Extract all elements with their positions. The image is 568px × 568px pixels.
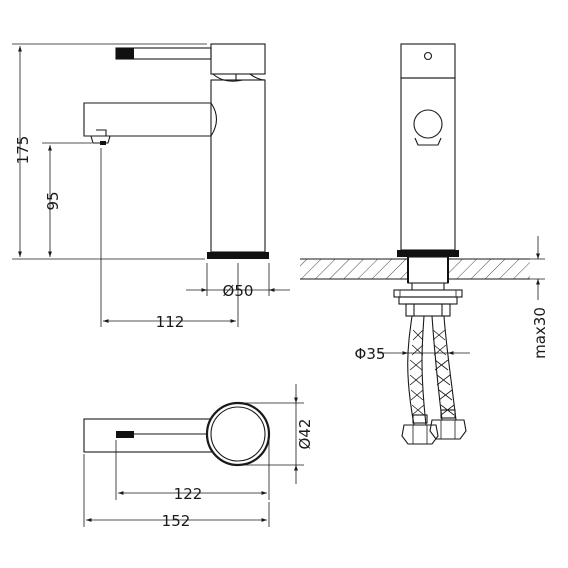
dim-total-height: 175 — [12, 43, 207, 260]
side-handle-cap — [210, 43, 266, 75]
dim-top-reach: 122 — [115, 440, 270, 503]
side-spout — [83, 102, 211, 137]
front-handle-dot — [423, 51, 433, 61]
top-body-circle — [205, 401, 271, 467]
side-aerator-tip — [100, 141, 106, 145]
dim-max-thickness-label: max30 — [531, 307, 549, 359]
dim-lever-diameter: Ø42 — [238, 384, 314, 484]
dim-spout-height: 95 — [42, 142, 92, 257]
countertop-section — [300, 256, 530, 284]
side-base-ring — [207, 252, 269, 259]
dim-hole-diameter: Φ35 — [355, 345, 470, 363]
front-spout-end — [413, 109, 443, 139]
front-view — [397, 43, 459, 257]
dim-top-reach-label: 122 — [174, 485, 203, 503]
side-body — [210, 79, 266, 253]
side-handle-neck — [235, 73, 266, 81]
dim-max-thickness: max30 — [510, 236, 549, 359]
fixing-nut — [393, 283, 463, 317]
front-aerator — [414, 137, 442, 146]
front-handle-cap — [400, 43, 456, 79]
front-base-ring — [397, 250, 459, 257]
flexible-hoses — [407, 315, 457, 426]
top-handle-circle — [210, 406, 266, 462]
hose-nuts — [401, 409, 467, 445]
side-view — [83, 43, 269, 259]
front-shank — [407, 256, 449, 284]
dim-spout-height-label: 95 — [44, 191, 62, 210]
top-view — [83, 401, 271, 467]
dim-total-length: 152 — [83, 454, 270, 530]
dim-lever-diameter-label: Ø42 — [296, 419, 314, 450]
dim-spout-reach: 112 — [100, 148, 239, 331]
side-handle-curve — [212, 73, 244, 82]
side-spout-rounded-end — [210, 102, 218, 137]
dim-hole-diameter-label: Φ35 — [355, 345, 386, 363]
top-lever-tip — [116, 431, 134, 438]
side-lever-tip — [116, 48, 134, 59]
dim-total-height-label: 175 — [14, 136, 32, 165]
dim-total-length-label: 152 — [162, 512, 191, 530]
dim-spout-reach-label: 112 — [156, 313, 185, 331]
front-body — [400, 77, 456, 251]
